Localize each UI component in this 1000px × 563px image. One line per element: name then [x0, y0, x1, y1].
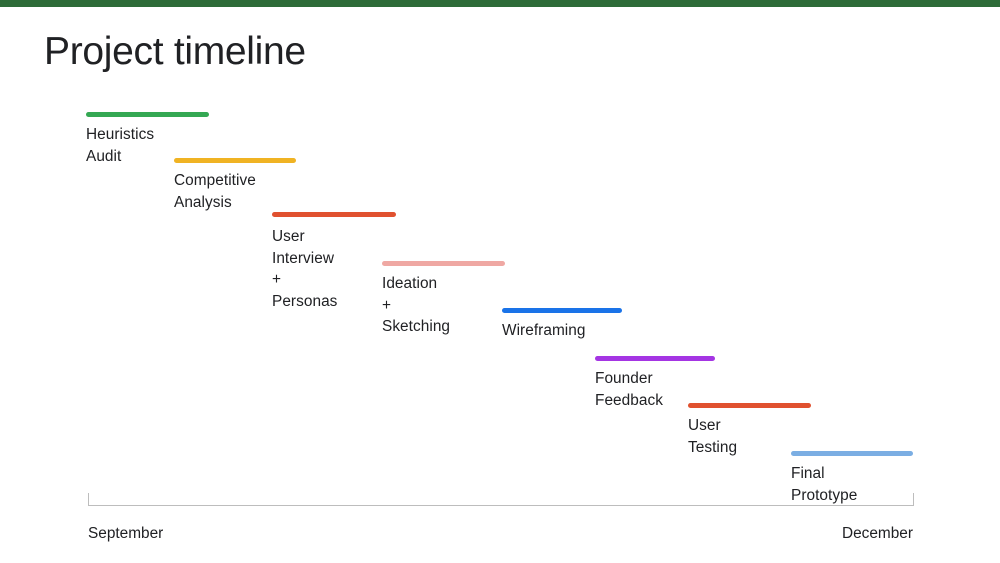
timeline-task-label: User Interview + Personas: [272, 228, 338, 310]
timeline-bar[interactable]: [595, 356, 715, 361]
axis-label-september: September: [88, 525, 164, 542]
top-accent-bar: [0, 0, 1000, 7]
page-title: Project timeline: [44, 30, 306, 73]
timeline-task-label: Ideation + Sketching: [382, 275, 451, 335]
timeline-bar[interactable]: [502, 308, 622, 313]
timeline-task-label: Competitive Analysis: [174, 172, 256, 211]
axis-tick-start: [88, 493, 89, 506]
timeline-task-label: Wireframing: [502, 322, 586, 339]
timeline-task-label: Final Prototype: [791, 465, 858, 504]
timeline-bar[interactable]: [86, 112, 209, 117]
timeline-task-label: Heuristics Audit: [86, 126, 155, 165]
axis-line: [88, 505, 913, 506]
axis-label-december: December: [842, 525, 913, 542]
timeline-bar[interactable]: [382, 261, 505, 266]
timeline-bar[interactable]: [791, 451, 913, 456]
timeline-task-label: User Testing: [688, 417, 738, 456]
timeline-bar[interactable]: [272, 212, 396, 217]
axis-tick-end: [913, 493, 914, 506]
timeline-bar[interactable]: [174, 158, 296, 163]
timeline-task-label: Founder Feedback: [595, 370, 663, 409]
timeline-bar[interactable]: [688, 403, 811, 408]
